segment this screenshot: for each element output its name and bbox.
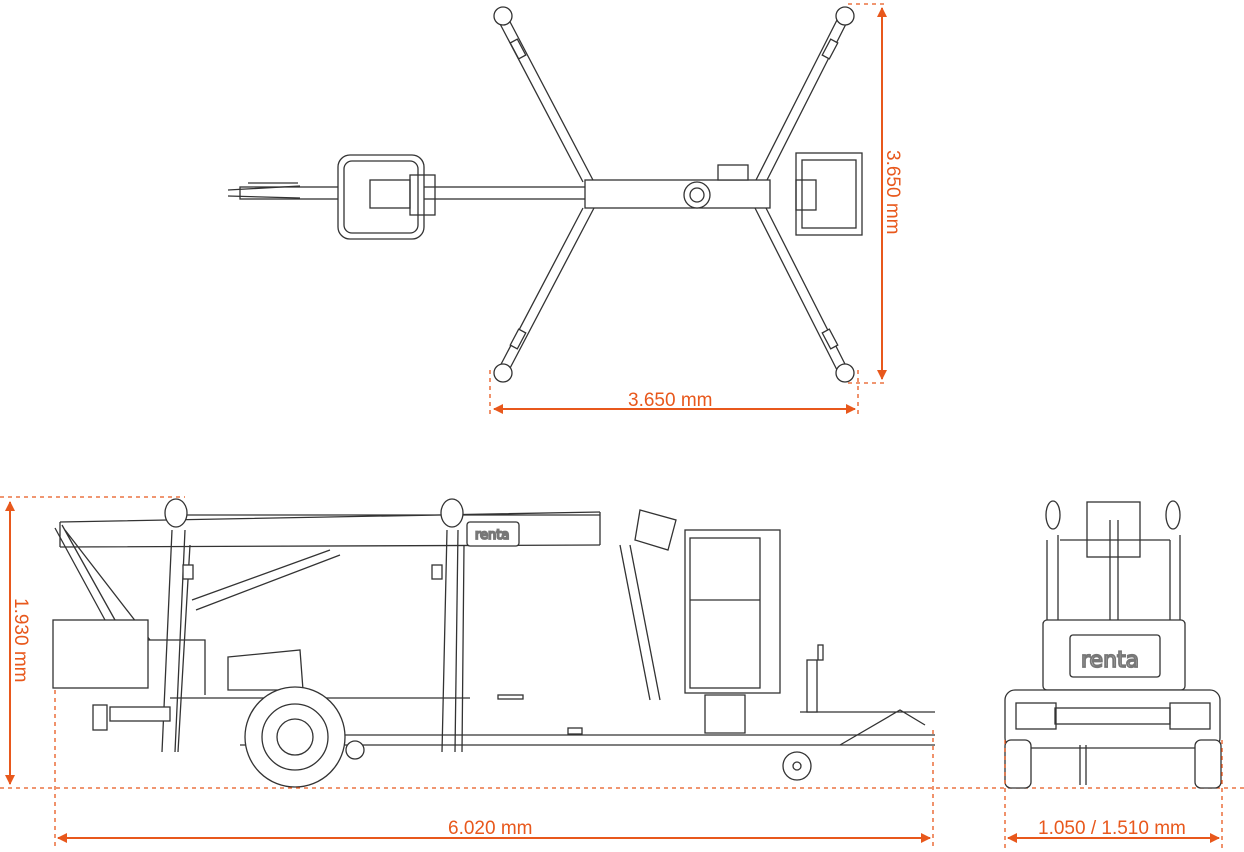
top-view: 3.650 mm 3.650 mm — [227, 3, 903, 415]
dimension-label-height: 1.930 mm — [10, 598, 31, 682]
dimension-label-width: 3.650 mm — [628, 390, 712, 411]
outrigger-legs-side — [161, 498, 465, 753]
drive-unit-top — [337, 154, 436, 240]
chassis-side — [92, 694, 935, 746]
boom-side: renta — [54, 511, 601, 641]
side-view: renta — [0, 496, 1244, 848]
drawbar-side — [782, 644, 935, 781]
basket-top — [795, 152, 863, 236]
renta-logo-front: renta — [1081, 648, 1139, 673]
renta-logo-side: renta — [475, 528, 509, 543]
boom-top — [227, 164, 771, 209]
counterweight — [52, 619, 304, 695]
wheel-side — [244, 686, 365, 788]
basket-side — [619, 509, 781, 734]
top-dimensions: 3.650 mm 3.650 mm — [489, 3, 903, 415]
front-dimensions: 1.050 / 1.510 mm — [1004, 740, 1223, 848]
dimension-label-length-side: 6.020 mm — [448, 818, 532, 839]
outrigger-legs — [493, 6, 855, 383]
front-view: renta 1.050 / 1.510 mm — [1004, 500, 1223, 848]
dimension-label-length: 3.650 mm — [882, 150, 903, 234]
dimension-label-width-front: 1.050 / 1.510 mm — [1038, 818, 1186, 839]
side-dimensions: 1.930 mm 6.020 mm — [0, 496, 1244, 848]
